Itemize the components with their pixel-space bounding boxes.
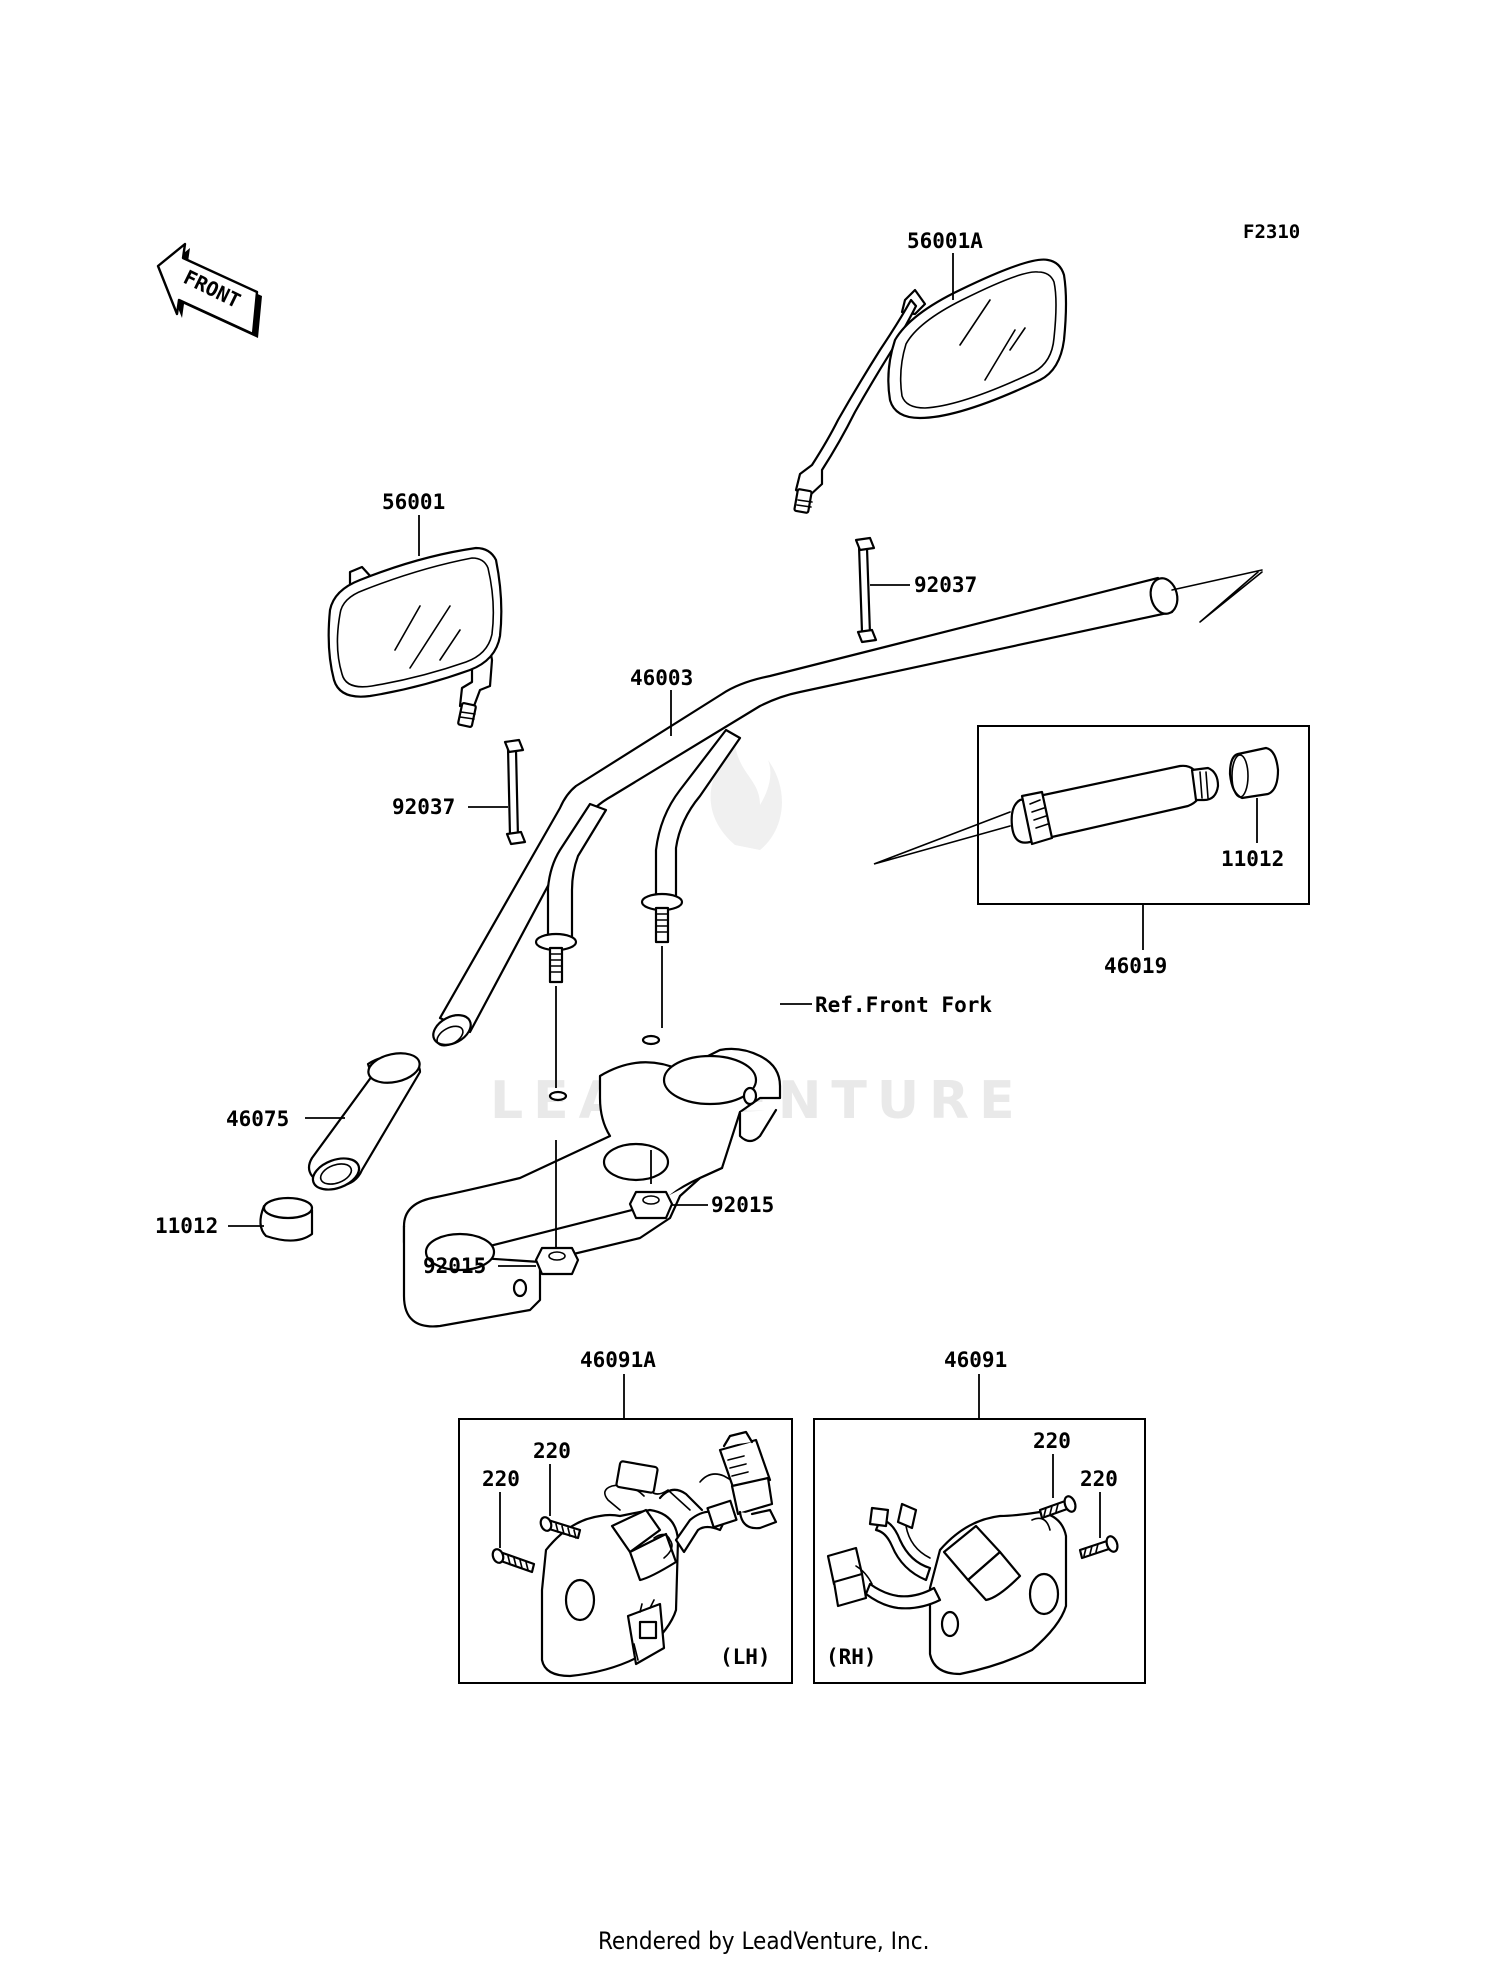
callout-end-cap-left: 11012 — [155, 1214, 264, 1238]
callout-92037-right: 92037 — [914, 573, 977, 597]
mirror-left — [327, 546, 503, 728]
callout-220-rh-b: 220 — [1080, 1467, 1118, 1491]
end-cap-right — [1228, 746, 1280, 800]
switch-housing-lh — [491, 1430, 778, 1678]
callout-46075: 46075 — [226, 1107, 289, 1131]
nut-right — [628, 1190, 674, 1220]
end-cap-left — [259, 1196, 314, 1242]
callout-grip-left: 46075 — [226, 1107, 345, 1131]
callout-screws-rh: 220 220 — [1033, 1429, 1118, 1538]
callout-11012-left: 11012 — [155, 1214, 218, 1238]
band-right — [854, 536, 878, 644]
side-label-rh: (RH) — [826, 1645, 877, 1669]
callout-band-right: 92037 — [870, 573, 977, 597]
nut-left — [534, 1246, 580, 1276]
callout-switch-rh: 46091 — [944, 1348, 1007, 1419]
callout-band-left: 92037 — [392, 795, 508, 819]
callout-92037-left: 92037 — [392, 795, 455, 819]
switch-housing-rh — [826, 1495, 1119, 1676]
side-label-lh: (LH) — [720, 1645, 771, 1669]
callout-ref-front-fork: Ref.Front Fork — [815, 993, 992, 1017]
callout-nut-left: 92015 — [423, 1254, 536, 1278]
handlebar — [432, 569, 1263, 1047]
callout-220-lh-b: 220 — [482, 1467, 520, 1491]
callout-92015-right: 92015 — [711, 1193, 774, 1217]
throttle-grip-right — [873, 764, 1220, 865]
front-arrow-icon: FRONT — [156, 242, 262, 338]
callout-56001A: 56001A — [907, 229, 983, 253]
callout-220-rh-a: 220 — [1033, 1429, 1071, 1453]
callout-screws-lh: 220 220 — [482, 1439, 571, 1548]
callout-46091A: 46091A — [580, 1348, 656, 1372]
callout-handlebar: 46003 — [630, 666, 693, 736]
callout-220-lh-a: 220 — [533, 1439, 571, 1463]
handlebar-holder-bracket — [402, 1034, 782, 1328]
callout-56001: 56001 — [382, 490, 445, 514]
callout-end-cap-right: 11012 — [1221, 798, 1284, 871]
callout-46003: 46003 — [630, 666, 693, 690]
grip-left — [307, 1052, 422, 1191]
mirror-right — [793, 258, 1068, 514]
callout-92015-left: 92015 — [423, 1254, 486, 1278]
callout-mirror-left: 56001 — [382, 490, 445, 556]
band-left — [503, 738, 527, 846]
callout-nut-right: 92015 — [672, 1193, 774, 1217]
callout-11012-right: 11012 — [1221, 847, 1284, 871]
callout-46019: 46019 — [1104, 954, 1167, 978]
callout-fork-ref: Ref.Front Fork — [780, 993, 992, 1017]
callout-46091: 46091 — [944, 1348, 1007, 1372]
callout-switch-lh: 46091A — [580, 1348, 656, 1419]
footer-credit: Rendered by LeadVenture, Inc. — [598, 1927, 929, 1955]
switch-lh-box — [458, 1418, 793, 1684]
callout-grip-right: 46019 — [1104, 904, 1167, 978]
figure-code: F2310 — [1243, 221, 1300, 243]
callout-mirror-right: 56001A — [907, 229, 983, 300]
